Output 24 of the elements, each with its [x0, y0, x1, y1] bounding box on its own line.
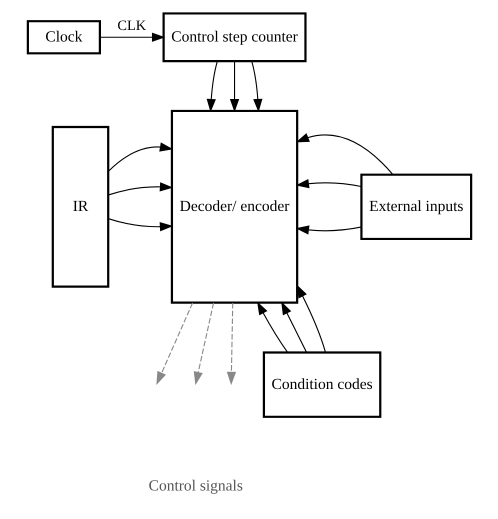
arrow [206, 60, 218, 112]
node-box: Condition codes [262, 350, 381, 418]
arrow [108, 182, 173, 195]
arrow [296, 284, 326, 352]
arrow [156, 302, 193, 384]
arrow [108, 142, 173, 172]
label: Control signals [148, 477, 242, 494]
node-box: External inputs [360, 173, 472, 240]
arrow [295, 224, 361, 234]
node-box: Clock [26, 20, 100, 54]
arrow [108, 218, 173, 231]
arrow [250, 60, 262, 112]
arrow [295, 178, 361, 188]
arrow [280, 300, 306, 352]
arrow [100, 32, 165, 42]
arrow [193, 302, 214, 385]
arrow [295, 132, 392, 174]
arrow [256, 300, 288, 352]
edge-label: CLK [116, 17, 146, 34]
arrow [229, 60, 239, 112]
node-box: Decoder/ encoder [170, 109, 298, 304]
node-box: IR [51, 125, 109, 288]
arrow [226, 302, 236, 385]
node-box: Control step counter [162, 12, 306, 62]
